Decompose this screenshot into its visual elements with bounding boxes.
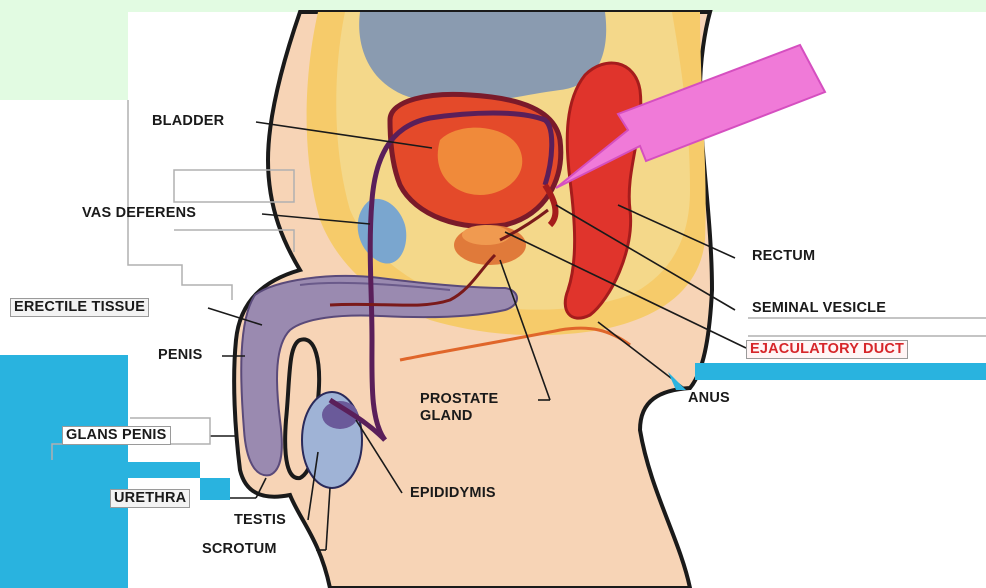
- label-rectum: RECTUM: [752, 248, 815, 265]
- label-seminal-vesicle: SEMINAL VESICLE: [752, 300, 886, 317]
- accent-bar-right: [695, 363, 986, 380]
- background-green-block: [0, 0, 128, 100]
- accent-bar-left-1: [128, 462, 200, 478]
- accent-bar-left-2: [200, 478, 230, 500]
- background-blue-block: [0, 355, 128, 588]
- label-urethra: URETHRA: [110, 489, 190, 508]
- label-epididymis: EPIDIDYMIS: [410, 485, 496, 502]
- label-erectile-tissue: ERECTILE TISSUE: [10, 298, 149, 317]
- label-ejaculatory-duct: EJACULATORY DUCT: [746, 340, 908, 359]
- label-penis: PENIS: [158, 347, 203, 364]
- label-testis: TESTIS: [234, 512, 286, 529]
- label-bladder: BLADDER: [152, 113, 224, 130]
- label-prostate-line1: PROSTATE: [420, 391, 498, 408]
- label-prostate-line2: GLAND: [420, 408, 498, 425]
- label-vas-deferens: VAS DEFERENS: [82, 205, 196, 222]
- label-scrotum: SCROTUM: [202, 541, 277, 558]
- label-prostate-gland: PROSTATE GLAND: [420, 391, 498, 425]
- label-glans-penis: GLANS PENIS: [62, 426, 171, 445]
- prostate-inner: [462, 225, 510, 245]
- label-anus: ANUS: [688, 390, 730, 407]
